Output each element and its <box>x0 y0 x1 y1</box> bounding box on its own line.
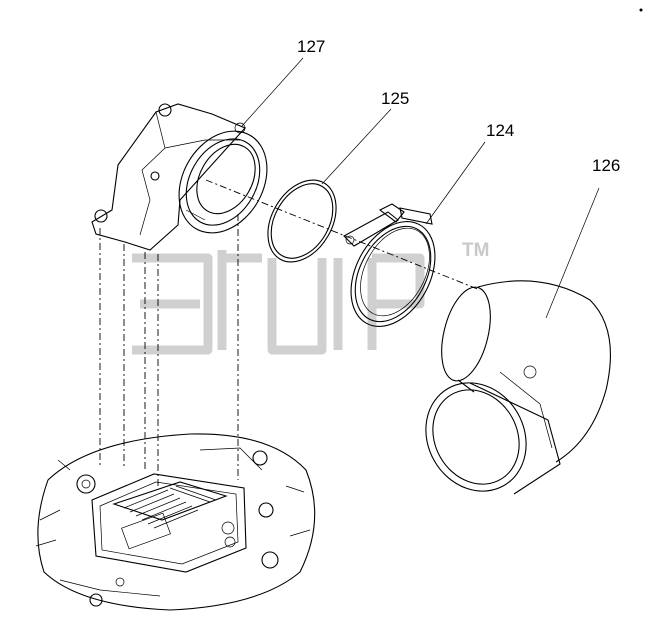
part-127-housing <box>91 103 268 251</box>
part-126-elbow-pipe <box>425 280 611 495</box>
callout-124: 124 <box>486 121 514 140</box>
callout-125: 125 <box>381 89 409 108</box>
engine-head-detail <box>35 433 316 611</box>
part-125-gasket <box>267 179 337 263</box>
assembly-centerline <box>205 179 481 291</box>
callout-126: 126 <box>592 156 620 175</box>
callout-127: 127 <box>297 37 325 56</box>
part-124-clamp <box>343 203 436 327</box>
projection-lines <box>99 214 239 486</box>
leader-lines <box>241 57 600 319</box>
watermark-logo: TM <box>132 240 489 355</box>
watermark-trademark: TM <box>462 240 489 261</box>
corner-dot <box>639 8 643 12</box>
